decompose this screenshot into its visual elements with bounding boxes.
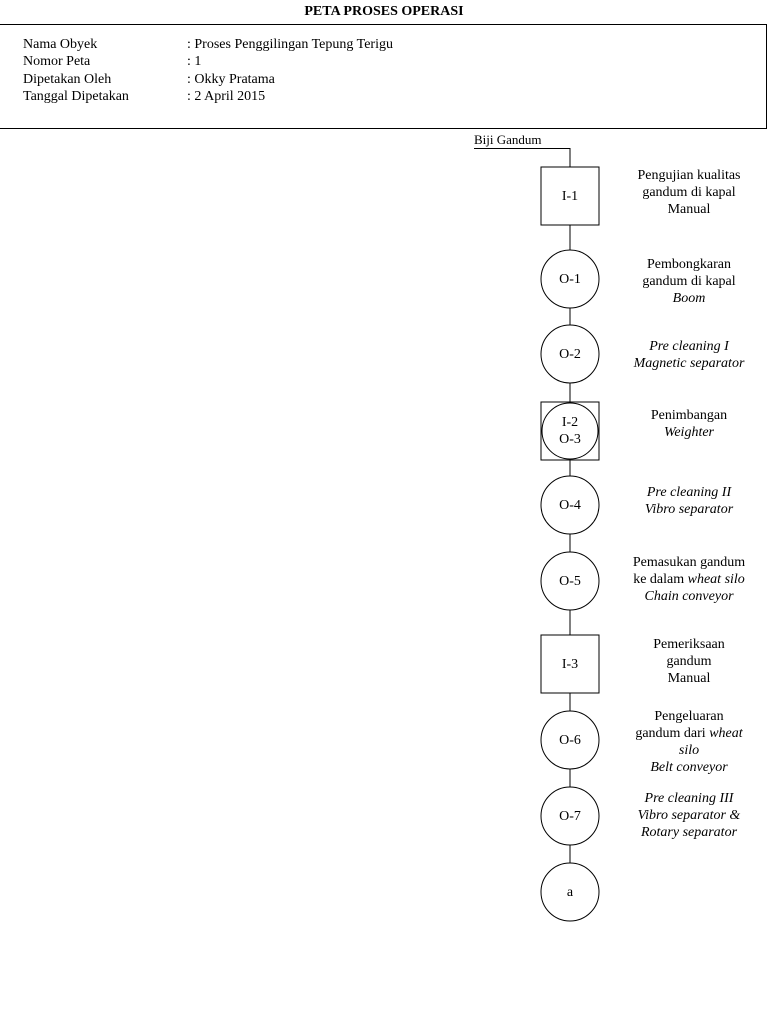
operation-circle	[540, 475, 600, 535]
page-title: PETA PROSES OPERASI	[304, 4, 464, 19]
description-line: Manual	[614, 670, 764, 687]
description-line: Rotary separator	[614, 824, 764, 841]
description-text: Pre cleaning II	[646, 485, 732, 500]
header-label: Nomor Peta	[23, 54, 91, 69]
description-text: Vibro separator	[644, 502, 734, 517]
node-label: O-5	[559, 573, 581, 589]
header-value: : Okky Pratama	[187, 72, 275, 87]
header-label: Tanggal Dipetakan	[23, 89, 129, 104]
description-text: ke dalam	[633, 572, 688, 587]
start-material-label: Biji Gandum	[474, 132, 542, 147]
operation-circle	[540, 710, 600, 770]
description-line: Pre cleaning I	[614, 338, 764, 355]
inspection-square	[540, 634, 600, 694]
description-text: Penimbangan	[650, 408, 728, 423]
operation-circle	[540, 551, 600, 611]
description-text: silo	[678, 743, 700, 758]
description-line: gandum dari wheat	[614, 725, 764, 742]
description-text: wheat silo	[687, 572, 745, 587]
description-line: Weighter	[614, 424, 764, 441]
description-line: Chain conveyor	[614, 588, 764, 605]
description-text: Pemeriksaan	[653, 637, 725, 652]
node-label: O-6	[559, 732, 581, 748]
description-text: Vibro separator &	[637, 808, 741, 823]
description-line: Vibro separator	[614, 501, 764, 518]
description-line: Pemasukan gandum	[614, 554, 764, 571]
description-line: Penimbangan	[614, 407, 764, 424]
description-line: ke dalam wheat silo	[614, 571, 764, 588]
description-text: Manual	[667, 202, 711, 217]
node-label: O-2	[559, 346, 581, 362]
description-text: gandum di kapal	[642, 185, 736, 200]
description-line: Manual	[614, 201, 764, 218]
header-label: Dipetakan Oleh	[23, 72, 112, 87]
description-text: gandum di kapal	[642, 274, 736, 289]
description-line: Boom	[614, 290, 764, 307]
description-text: Magnetic separator	[633, 356, 745, 371]
description-line: Magnetic separator	[614, 355, 764, 372]
description-text: Belt conveyor	[650, 760, 728, 775]
description-text: Pre cleaning I	[649, 339, 729, 354]
header-label: Nama Obyek	[23, 37, 98, 52]
description-line: Vibro separator &	[614, 807, 764, 824]
description-line: Pemeriksaan	[614, 636, 764, 653]
description-text: Pre cleaning III	[644, 791, 734, 806]
header-value: : 2 April 2015	[187, 89, 266, 104]
inspection-square	[540, 166, 600, 226]
description-text: Pengeluaran	[654, 709, 724, 724]
description-line: gandum	[614, 653, 764, 670]
operation-circle	[540, 249, 600, 309]
header-value: : 1	[187, 54, 202, 69]
node-label: O-7	[559, 808, 581, 824]
description-text: Boom	[672, 291, 706, 306]
description-text: Chain conveyor	[644, 589, 734, 604]
combined-circle	[541, 402, 599, 460]
description-text: Manual	[667, 671, 711, 686]
description-line: gandum di kapal	[614, 184, 764, 201]
description-text: gandum	[666, 654, 712, 669]
operation-circle	[540, 324, 600, 384]
operation-circle	[540, 786, 600, 846]
description-text: gandum dari	[635, 726, 710, 741]
connector-circle	[540, 862, 600, 922]
description-text: Pengujian kualitas	[637, 168, 741, 183]
node-label: I-2	[561, 415, 579, 430]
description-line: Pre cleaning II	[614, 484, 764, 501]
description-line: Pre cleaning III	[614, 790, 764, 807]
start-material-underline	[474, 148, 570, 149]
node-description: Pre cleaning I Magnetic separator	[614, 338, 764, 372]
node-label: O-1	[559, 271, 581, 287]
description-line: Pengujian kualitas	[614, 167, 764, 184]
node-label: O-3	[559, 432, 581, 447]
node-label: a	[566, 884, 574, 900]
description-text: wheat	[709, 726, 743, 741]
description-text: Pemasukan gandum	[632, 555, 746, 570]
node-label: I-3	[561, 656, 579, 672]
node-description: Pre cleaning III Vibro separator & Rotary …	[614, 790, 764, 841]
node-label: I-1	[561, 188, 579, 204]
description-line: silo	[614, 742, 764, 759]
description-line: Pembongkaran	[614, 256, 764, 273]
combined-square	[540, 401, 600, 461]
description-text: Pembongkaran	[647, 257, 731, 272]
description-line: gandum di kapal	[614, 273, 764, 290]
description-text: Weighter	[663, 425, 715, 440]
node-label: O-4	[559, 497, 581, 513]
description-line: Belt conveyor	[614, 759, 764, 776]
header-info-box: Nama Obyek : Proses Penggilingan Tepung …	[0, 24, 767, 129]
description-line: Pengeluaran	[614, 708, 764, 725]
node-description: Pre cleaning II Vibro separator	[614, 484, 764, 518]
description-text: Rotary separator	[640, 825, 738, 840]
header-value: : Proses Penggilingan Tepung Terigu	[187, 37, 393, 52]
